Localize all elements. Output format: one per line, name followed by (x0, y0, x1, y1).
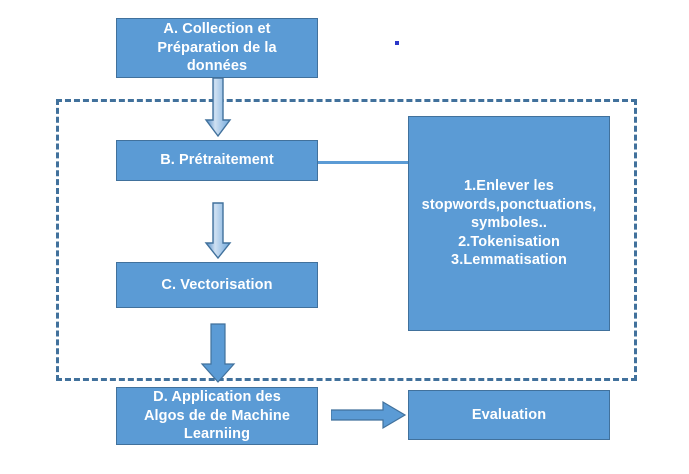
connector-b-to-details (318, 161, 408, 164)
process-box-c-label: C. Vectorisation (161, 276, 273, 293)
process-box-a-collection[interactable]: A. Collection et Préparation de la donné… (116, 18, 318, 78)
arrow-d-to-evaluation-icon (331, 400, 409, 431)
stray-dot-artifact (395, 41, 399, 45)
process-box-d-label: D. Application des Algos de de Machine L… (143, 389, 291, 443)
process-box-a-label: A. Collection et Préparation de la donné… (157, 21, 277, 75)
process-box-d-application-algos[interactable]: D. Application des Algos de de Machine L… (116, 387, 318, 445)
arrow-c-to-d-icon (194, 308, 242, 387)
process-box-b-label: B. Prétraitement (160, 152, 274, 169)
arrow-b-to-c-icon (196, 181, 240, 262)
process-box-c-vectorisation[interactable]: C. Vectorisation (116, 262, 318, 308)
process-box-evaluation-label: Evaluation (471, 406, 547, 423)
arrow-a-to-b-icon (196, 78, 240, 140)
details-panel-pretraitement-steps[interactable]: 1.Enlever les stopwords,ponctuations, sy… (408, 116, 610, 331)
details-panel-label: 1.Enlever les stopwords,ponctuations, sy… (421, 178, 597, 269)
dashed-group-container (56, 99, 637, 381)
process-box-evaluation[interactable]: Evaluation (408, 390, 610, 440)
process-box-b-pretraitement[interactable]: B. Prétraitement (116, 140, 318, 181)
